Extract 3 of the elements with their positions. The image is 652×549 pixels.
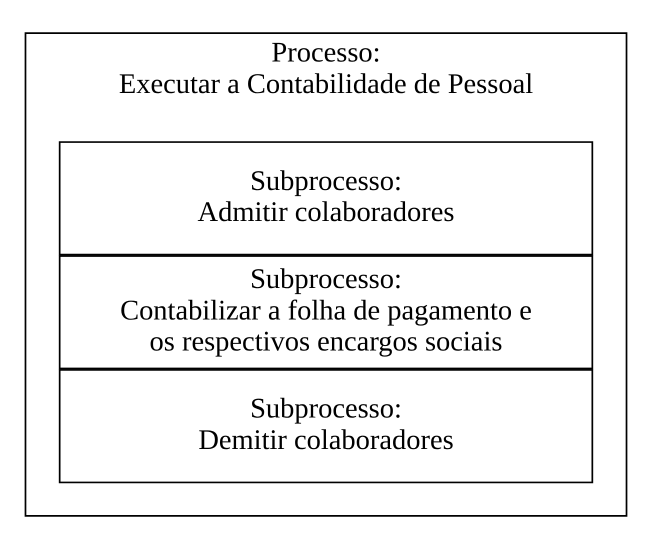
node-box: Subprocesso: Demitir colaboradores	[58, 369, 594, 484]
node-box: Subprocesso: Admitir colaboradores	[58, 141, 594, 256]
node-box: Subprocesso: Contabilizar a folha de pagamento e os respectivos encargos sociais	[58, 255, 594, 370]
